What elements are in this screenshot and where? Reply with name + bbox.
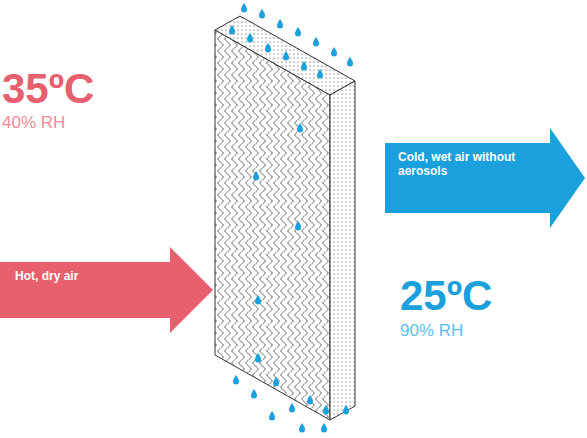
arrow-shape [0, 247, 213, 333]
arrow-shape [385, 128, 585, 228]
arrow-label: Cold, wet air without aerosols [398, 150, 528, 178]
outlet-humidity: 90% RH [400, 322, 463, 341]
arrow-path [0, 247, 213, 333]
hot-air-arrow: Hot, dry air [0, 247, 213, 333]
arrow-label: Hot, dry air [15, 269, 78, 283]
inlet-temperature: 35ºC [2, 66, 94, 112]
cold-air-arrow: Cold, wet air without aerosols [385, 128, 585, 228]
arrow-path [385, 128, 585, 228]
inlet-humidity: 40% RH [2, 114, 65, 133]
cooling-pad [215, 16, 355, 420]
water-drops [229, 3, 353, 433]
outlet-temperature: 25ºC [400, 273, 492, 319]
